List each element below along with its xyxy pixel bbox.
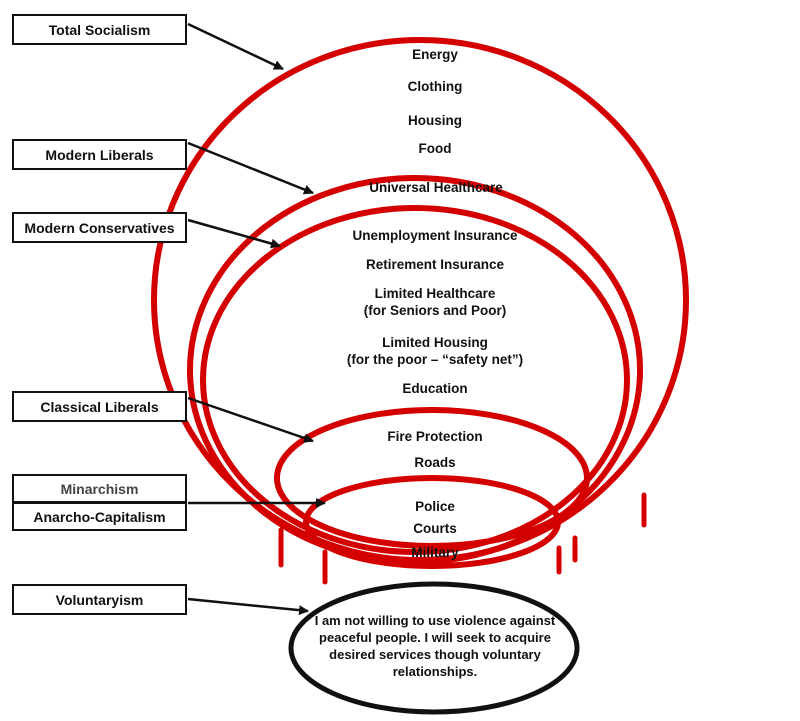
service-limited-housing-note: (for the poor – “safety net”)	[346, 352, 524, 367]
service-unemployment-insurance: Unemployment Insurance	[352, 228, 518, 243]
arrow-classical-liberals	[187, 396, 314, 443]
service-food: Food	[418, 141, 452, 156]
paint-drips	[278, 492, 647, 585]
service-roads: Roads	[414, 455, 456, 470]
arrow-total-socialism	[187, 22, 284, 71]
arrow-voluntaryism	[187, 597, 309, 616]
modern-conservatives-circle	[200, 205, 630, 555]
label-modern-liberals: Modern Liberals	[12, 139, 187, 170]
voluntaryism-circle	[288, 581, 580, 715]
service-courts: Courts	[413, 521, 457, 536]
classical-liberals-circle	[274, 407, 590, 549]
service-retirement-insurance: Retirement Insurance	[365, 257, 505, 272]
voluntaryism-statement: I am not willing to use violence against…	[314, 613, 556, 679]
arrows	[187, 22, 326, 616]
label-voluntaryism: Voluntaryism	[12, 584, 187, 615]
red-circles	[151, 37, 689, 569]
arrow-modern-liberals	[187, 141, 314, 195]
service-fire-protection: Fire Protection	[387, 429, 483, 444]
service-limited-housing: Limited Housing	[382, 335, 488, 350]
label-anarcho-capitalism: Anarcho-Capitalism	[12, 502, 187, 531]
label-minarchism: Minarchism	[12, 474, 187, 503]
service-education: Education	[402, 381, 468, 396]
service-police: Police	[415, 499, 455, 514]
arrow-modern-conservatives	[187, 218, 281, 249]
service-housing: Housing	[408, 113, 462, 128]
modern-liberals-circle	[187, 175, 643, 565]
service-limited-healthcare-note: (for Seniors and Poor)	[363, 303, 507, 318]
service-limited-healthcare: Limited Healthcare	[374, 286, 496, 301]
service-military: Military	[411, 545, 459, 560]
minarchism-circle	[303, 475, 561, 569]
label-total-socialism: Total Socialism	[12, 14, 187, 45]
label-classical-liberals: Classical Liberals	[12, 391, 187, 422]
service-energy: Energy	[412, 47, 458, 62]
label-modern-conservatives: Modern Conservatives	[12, 212, 187, 243]
service-clothing: Clothing	[407, 79, 463, 94]
service-universal-healthcare: Universal Healthcare	[369, 180, 503, 195]
